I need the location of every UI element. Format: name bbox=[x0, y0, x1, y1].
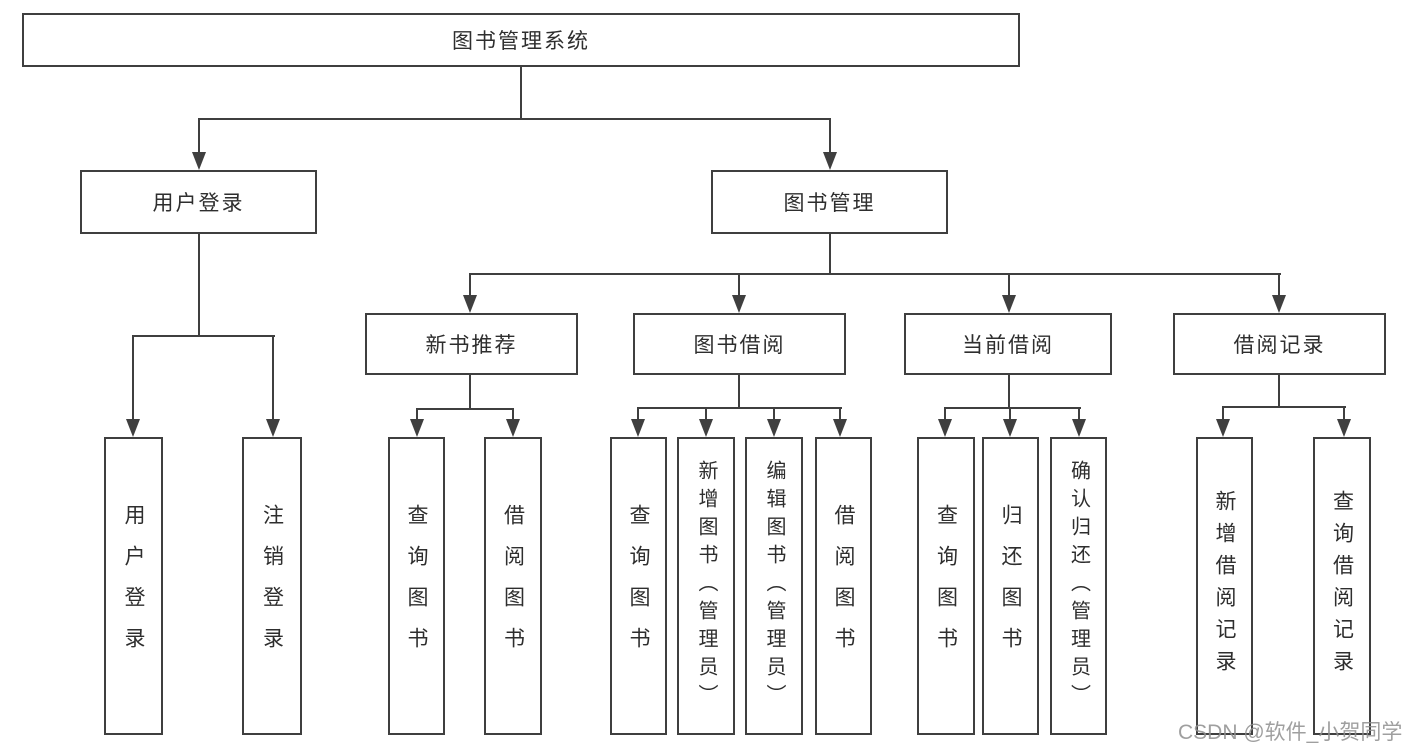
leaf-cur-query-books: 查询图书 bbox=[917, 437, 975, 735]
connector-line bbox=[637, 407, 639, 423]
leaf-rec-borrow-books: 借阅图书 bbox=[484, 437, 542, 735]
node-user-login: 用户登录 bbox=[80, 170, 317, 234]
connector-line bbox=[198, 234, 200, 337]
connector-line bbox=[416, 408, 514, 410]
connector-line bbox=[773, 407, 775, 423]
arrowhead-down-icon bbox=[463, 295, 477, 313]
node-current-borrow-label: 当前借阅 bbox=[962, 334, 1054, 357]
connector-line bbox=[469, 273, 1281, 275]
watermark: CSDN @软件_小贺同学 bbox=[1178, 721, 1403, 744]
connector-line bbox=[520, 67, 522, 118]
arrowhead-down-icon bbox=[1216, 419, 1230, 437]
node-user-login-label: 用户登录 bbox=[152, 192, 245, 215]
arrowhead-down-icon bbox=[192, 152, 206, 170]
connector-line bbox=[637, 407, 842, 409]
connector-line bbox=[1278, 375, 1280, 408]
node-new-book-rec-label: 新书推荐 bbox=[425, 334, 518, 357]
leaf-bor-query-books: 查询图书 bbox=[610, 437, 667, 735]
leaf-logout: 注销登录 bbox=[242, 437, 302, 735]
leaf-rcd-query-record: 查询借阅记录 bbox=[1313, 437, 1371, 735]
connector-line bbox=[512, 408, 514, 423]
arrowhead-down-icon bbox=[1072, 419, 1086, 437]
leaf-rcd-add-record: 新增借阅记录 bbox=[1196, 437, 1253, 735]
connector-line bbox=[272, 335, 274, 423]
arrowhead-down-icon bbox=[823, 152, 837, 170]
connector-line bbox=[944, 407, 1081, 409]
node-current-borrow: 当前借阅 bbox=[904, 313, 1112, 375]
arrowhead-down-icon bbox=[833, 419, 847, 437]
connector-line bbox=[1008, 375, 1010, 409]
node-borrow-records: 借阅记录 bbox=[1173, 313, 1386, 375]
leaf-bor-lend-books-label: 借阅图书 bbox=[832, 504, 855, 668]
connector-line bbox=[1343, 406, 1345, 423]
connector-line bbox=[1278, 273, 1280, 297]
connector-line bbox=[198, 118, 200, 154]
leaf-cur-confirm-return-admin-label: 确认归还（管理员） bbox=[1067, 460, 1090, 712]
leaf-cur-return-books-label: 归还图书 bbox=[999, 504, 1022, 668]
arrowhead-down-icon bbox=[1002, 295, 1016, 313]
leaf-bor-add-books-admin-label: 新增图书（管理员） bbox=[695, 460, 717, 712]
node-book-borrow: 图书借阅 bbox=[633, 313, 846, 375]
arrowhead-down-icon bbox=[266, 419, 280, 437]
node-book-mgmt-label: 图书管理 bbox=[783, 192, 876, 215]
arrowhead-down-icon bbox=[732, 295, 746, 313]
arrowhead-down-icon bbox=[506, 419, 520, 437]
leaf-rcd-add-record-label: 新增借阅记录 bbox=[1213, 490, 1236, 682]
leaf-cur-query-books-label: 查询图书 bbox=[934, 504, 958, 668]
connector-line bbox=[738, 375, 740, 409]
connector-line bbox=[1009, 407, 1011, 423]
connector-line bbox=[944, 407, 946, 423]
arrowhead-down-icon bbox=[938, 419, 952, 437]
connector-line bbox=[1008, 273, 1010, 297]
arrowhead-down-icon bbox=[767, 419, 781, 437]
leaf-bor-add-books-admin: 新增图书（管理员） bbox=[677, 437, 735, 735]
connector-line bbox=[416, 408, 418, 423]
connector-line bbox=[1078, 407, 1080, 423]
leaf-bor-lend-books: 借阅图书 bbox=[815, 437, 872, 735]
connector-line bbox=[132, 335, 134, 423]
leaf-rec-borrow-books-label: 借阅图书 bbox=[501, 504, 525, 668]
connector-line bbox=[469, 375, 471, 410]
arrowhead-down-icon bbox=[410, 419, 424, 437]
leaf-rcd-query-record-label: 查询借阅记录 bbox=[1330, 490, 1354, 682]
node-book-mgmt: 图书管理 bbox=[711, 170, 948, 234]
connector-line bbox=[198, 118, 831, 120]
connector-line bbox=[1222, 406, 1346, 408]
node-new-book-rec: 新书推荐 bbox=[365, 313, 578, 375]
leaf-bor-edit-books-admin-label: 编辑图书（管理员） bbox=[763, 460, 785, 712]
leaf-cur-confirm-return-admin: 确认归还（管理员） bbox=[1050, 437, 1107, 735]
connector-line bbox=[829, 234, 831, 275]
connector-line bbox=[738, 273, 740, 297]
arrowhead-down-icon bbox=[631, 419, 645, 437]
leaf-rec-query-books: 查询图书 bbox=[388, 437, 445, 735]
connector-line bbox=[469, 273, 471, 297]
arrowhead-down-icon bbox=[1337, 419, 1351, 437]
node-book-borrow-label: 图书借阅 bbox=[693, 334, 786, 357]
arrowhead-down-icon bbox=[126, 419, 140, 437]
leaf-logout-label: 注销登录 bbox=[260, 504, 284, 668]
connector-line bbox=[705, 407, 707, 423]
connector-line bbox=[839, 407, 841, 423]
leaf-user-login: 用户登录 bbox=[104, 437, 163, 735]
node-root-label: 图书管理系统 bbox=[452, 30, 590, 53]
leaf-cur-return-books: 归还图书 bbox=[982, 437, 1039, 735]
leaf-bor-edit-books-admin: 编辑图书（管理员） bbox=[745, 437, 803, 735]
node-borrow-records-label: 借阅记录 bbox=[1233, 334, 1326, 357]
connector-line bbox=[1222, 406, 1224, 423]
leaf-bor-query-books-label: 查询图书 bbox=[627, 504, 650, 668]
arrowhead-down-icon bbox=[699, 419, 713, 437]
leaf-rec-query-books-label: 查询图书 bbox=[405, 504, 428, 668]
node-root: 图书管理系统 bbox=[22, 13, 1020, 67]
arrowhead-down-icon bbox=[1272, 295, 1286, 313]
arrowhead-down-icon bbox=[1003, 419, 1017, 437]
connector-line bbox=[132, 335, 275, 337]
leaf-user-login-label: 用户登录 bbox=[122, 504, 145, 668]
connector-line bbox=[829, 118, 831, 154]
